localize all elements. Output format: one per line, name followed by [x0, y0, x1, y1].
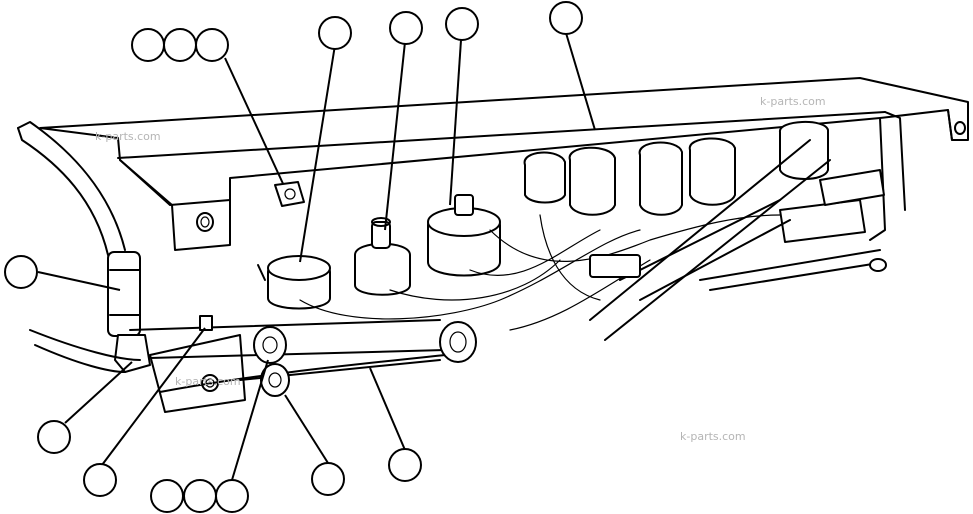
pressure-switch-middle [354, 217, 411, 296]
callout-2 [163, 28, 197, 62]
watermark-1: k-parts.com [95, 130, 161, 143]
callout-11 [150, 479, 184, 513]
callout-14 [311, 462, 345, 496]
callout-5 [389, 11, 423, 45]
clamp-bolt [253, 326, 290, 397]
wire-harness [299, 139, 887, 341]
connector-bank [523, 120, 866, 243]
clamp-plate [149, 334, 246, 413]
nut-fitting [274, 181, 305, 207]
callout-6 [445, 7, 479, 41]
pressure-switch-left [257, 255, 331, 310]
leader-lines [37, 32, 596, 481]
callout-10 [83, 463, 117, 497]
watermark-2: k-parts.com [760, 95, 826, 108]
callout-1 [131, 28, 165, 62]
callout-8 [4, 255, 38, 289]
pressure-switch-right [427, 194, 501, 277]
callout-15 [388, 448, 422, 482]
rod [129, 315, 477, 393]
callout-3 [195, 28, 229, 62]
callout-12 [183, 479, 217, 513]
mounting-bracket [39, 77, 969, 251]
watermark-4: k-parts.com [680, 430, 746, 443]
callouts [4, 1, 583, 513]
callout-9 [37, 420, 71, 454]
callout-7 [549, 1, 583, 35]
callout-13 [215, 479, 249, 513]
watermark-3: k-parts.com [175, 375, 241, 388]
callout-4 [318, 16, 352, 50]
hydraulic-tube [17, 121, 151, 373]
